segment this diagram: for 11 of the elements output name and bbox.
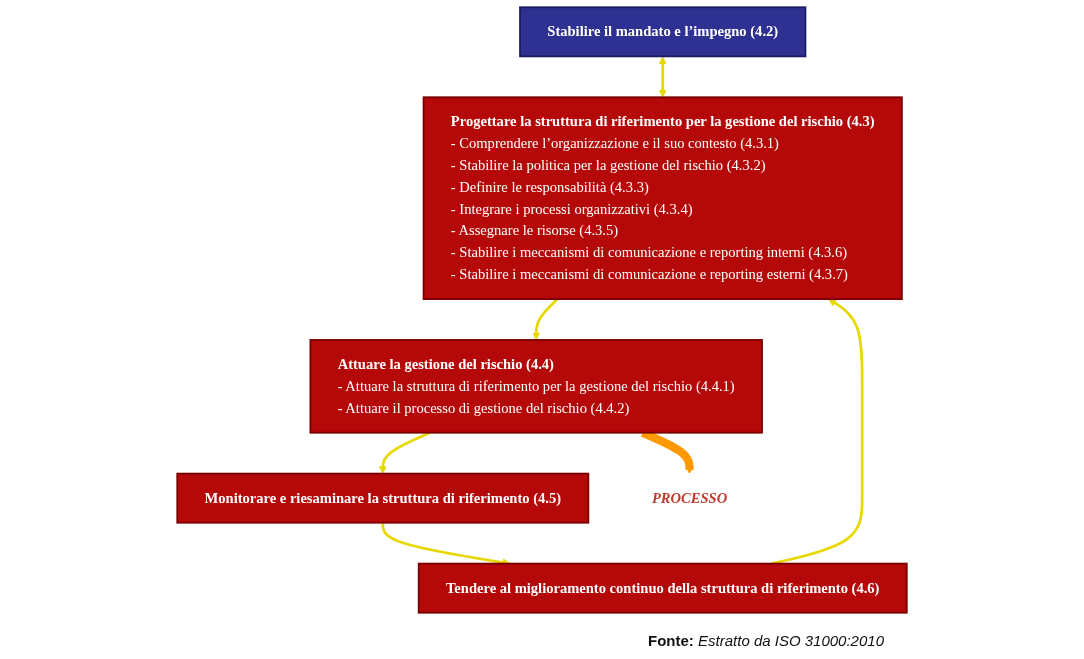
node-box: Progettare la struttura di riferimento per la gestione del rischio (4.3) - Comprendere l’organizzazione e il suo contesto (4.3.1) - Stabilire la politica per la gestione del rischio (4.3.2) - Definire le responsabilità (4.3.3) - Integrare i processi organizzativi (4.3.4) - Assegnare le risorse (4.3.5) - Stabilire i meccanismi di comunicazione e reporting interni (4.3.6) - Stabilire i meccanismi di comunicazione e reporting esterni (4.3.7)	[422, 96, 903, 300]
arrow	[532, 298, 559, 341]
arrow	[658, 56, 667, 98]
arrow	[771, 298, 864, 565]
arrow	[378, 431, 431, 474]
node-box: Attuare la gestione del rischio (4.4) - Attuare la struttura di riferimento per la gestione del rischio (4.4.1) - Attuare il processo di gestione del rischio (4.4.2)	[309, 339, 763, 434]
node-box: Tendere al miglioramento continuo della struttura di riferimento (4.6)	[417, 562, 908, 614]
node-box: Monitorare e riesaminare la struttura di riferimento (4.5)	[176, 472, 590, 524]
node-text: PROCESSO	[651, 489, 728, 506]
node-box: Stabilire il mandato e l’impegno (4.2)	[519, 6, 807, 58]
source-caption: Fonte: Estratto da ISO 31000:2010	[648, 632, 884, 649]
